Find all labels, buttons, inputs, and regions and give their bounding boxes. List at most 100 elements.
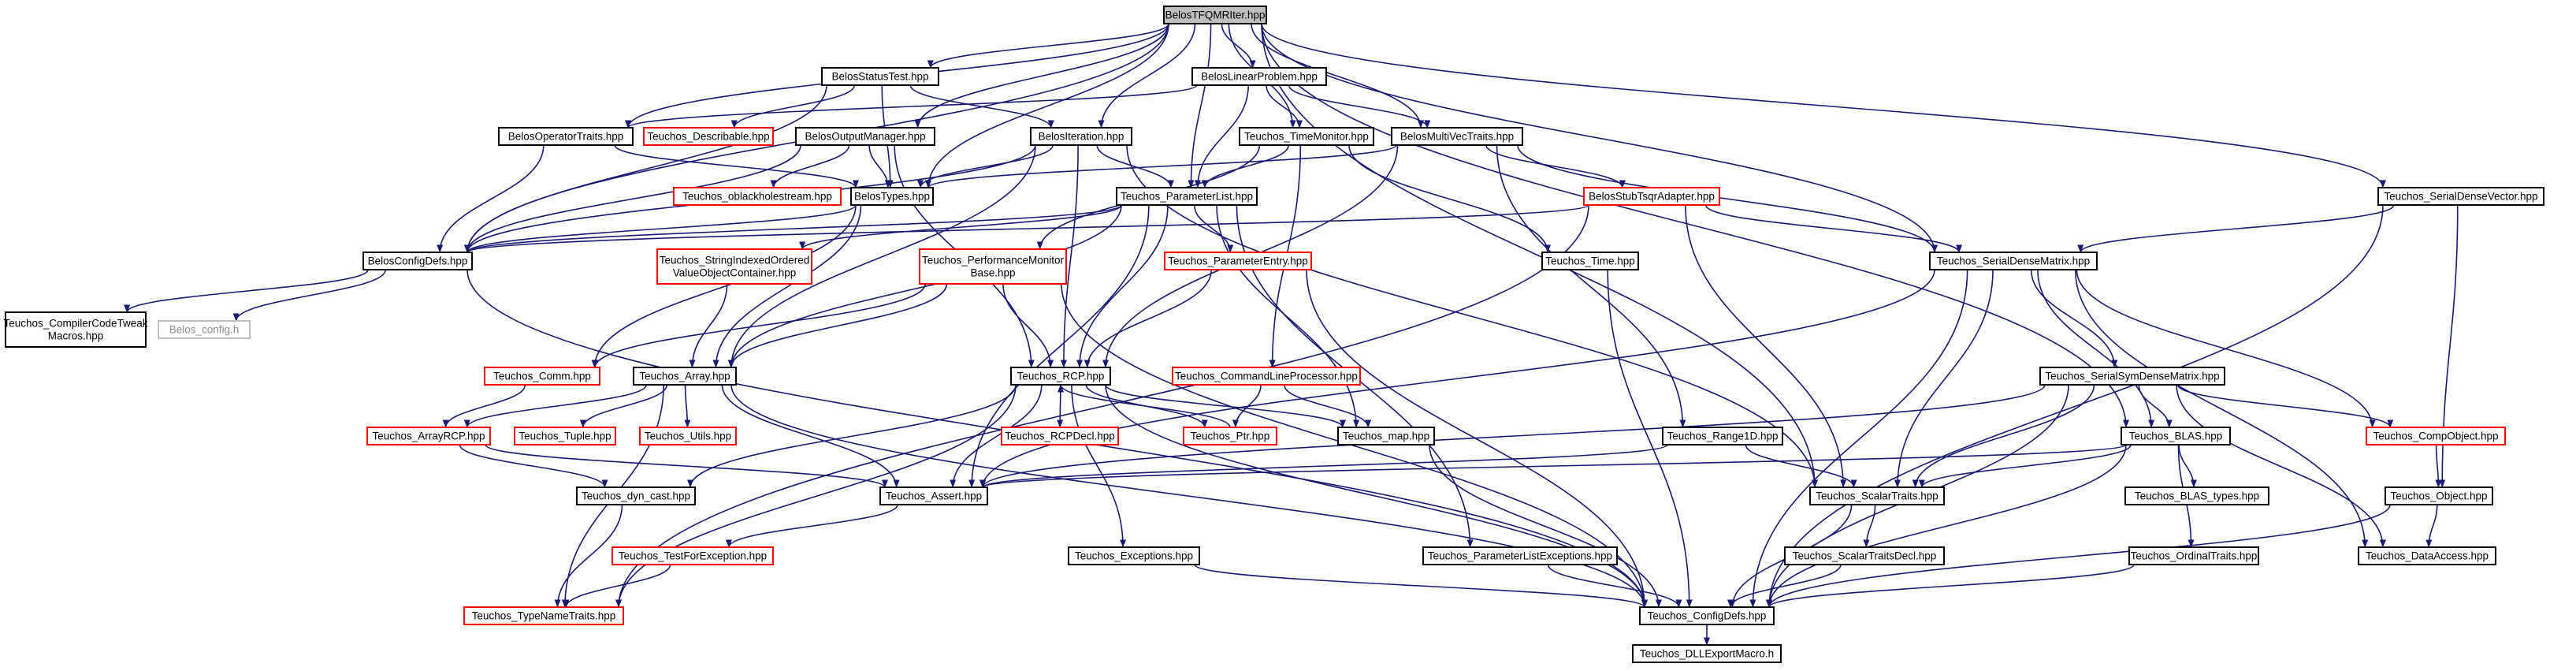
node-teuchos-type-name-traits[interactable]: Teuchos_TypeNameTraits.hpp: [463, 606, 624, 625]
edge-teuchos-parameter-entry-to-teuchos-rcp: [1084, 269, 1213, 368]
node-label: BelosOutputManager.hpp: [805, 131, 925, 143]
node-label: Teuchos_CommandLineProcessor.hpp: [1175, 371, 1358, 382]
edge-teuchos-serial-dense-vector-to-teuchos-config-defs: [1766, 204, 2384, 608]
node-teuchos-comp-object[interactable]: Teuchos_CompObject.hpp: [2366, 427, 2506, 445]
node-teuchos-scalar-traits[interactable]: Teuchos_ScalarTraits.hpp: [1809, 486, 1945, 505]
edge-teuchos-rcp-to-teuchos-dyn-cast: [687, 384, 1017, 488]
node-box: [158, 320, 251, 339]
edge-teuchos-perf-monitor-to-teuchos-comm: [592, 283, 926, 368]
edge-belos-linear-problem-to-teuchos-time-monitor: [1266, 84, 1303, 129]
node-label: BelosStubTsqrAdapter.hpp: [1589, 191, 1715, 203]
node-label: Teuchos_ScalarTraits.hpp: [1816, 490, 1939, 502]
node-label: Teuchos_ScalarTraitsDecl.hpp: [1793, 550, 1937, 562]
node-teuchos-assert[interactable]: Teuchos_Assert.hpp: [879, 486, 988, 505]
node-teuchos-parameter-entry[interactable]: Teuchos_ParameterEntry.hpp: [1164, 252, 1312, 270]
edge-belos-multi-vec-traits-to-belos-stub-tsqr: [1485, 144, 1626, 188]
edge-belos-tfqmriter-to-belos-multi-vec-traits: [1251, 23, 1424, 129]
edge-teuchos-parameter-list-to-teuchos-array: [728, 204, 1122, 368]
node-teuchos-command-line-processor[interactable]: Teuchos_CommandLineProcessor.hpp: [1172, 367, 1361, 386]
edge-teuchos-serial-dense-matrix-to-teuchos-scalar-traits: [1894, 269, 1994, 488]
node-box: [1784, 546, 1945, 565]
node-label: Teuchos_Tuple.hpp: [519, 431, 611, 442]
edge-belos-types-to-teuchos-comm: [591, 204, 857, 368]
edge-teuchos-array-to-teuchos-config-defs: [730, 384, 1648, 608]
node-teuchos-serial-sym-dense-matrix[interactable]: Teuchos_SerialSymDenseMatrix.hpp: [2039, 367, 2225, 386]
node-label: Teuchos_Range1D.hpp: [1667, 431, 1778, 442]
node-belos-config-defs[interactable]: BelosConfigDefs.hpp: [362, 252, 473, 270]
node-teuchos-string-indexed[interactable]: Teuchos_StringIndexedOrderedValueObjectC…: [656, 248, 812, 285]
node-teuchos-map[interactable]: Teuchos_map.hpp: [1337, 427, 1435, 445]
node-box: [673, 187, 842, 206]
node-box: [2039, 367, 2225, 386]
node-label: Teuchos_SerialSymDenseMatrix.hpp: [2045, 371, 2219, 382]
node-belos-stub-tsqr[interactable]: BelosStubTsqrAdapter.hpp: [1583, 187, 1720, 206]
node-teuchos-dyn-cast[interactable]: Teuchos_dyn_cast.hpp: [576, 486, 696, 505]
edge-teuchos-parameter-list-to-teuchos-parameter-entry: [1193, 204, 1234, 253]
node-teuchos-comm[interactable]: Teuchos_Comm.hpp: [484, 367, 600, 386]
edge-belos-tfqmriter-to-belos-status-test: [927, 23, 1169, 69]
edge-belos-tfqmriter-to-teuchos-scalar-traits: [1261, 23, 1818, 488]
node-label: BelosStatusTest.hpp: [831, 71, 928, 83]
node-box: [633, 367, 737, 386]
edge-teuchos-map-to-teuchos-config-defs: [1429, 444, 1662, 608]
node-teuchos-dllexport-macro[interactable]: Teuchos_DLLExportMacro.h: [1632, 644, 1782, 663]
node-teuchos-parameter-list-exceptions[interactable]: Teuchos_ParameterListExceptions.hpp: [1422, 546, 1618, 565]
node-teuchos-tuple[interactable]: Teuchos_Tuple.hpp: [514, 427, 616, 445]
node-teuchos-ptr[interactable]: Teuchos_Ptr.hpp: [1183, 427, 1277, 445]
node-belos-linear-problem[interactable]: BelosLinearProblem.hpp: [1191, 67, 1327, 86]
node-label: Teuchos_BLAS_types.hpp: [2135, 490, 2259, 502]
node-belos-tfqmriter[interactable]: BelosTFQMRIter.hpp: [1163, 6, 1267, 24]
node-belos-config-h: Belos_config.h: [158, 320, 251, 339]
node-teuchos-test-for-exception[interactable]: Teuchos_TestForException.hpp: [611, 546, 774, 565]
node-box: [463, 606, 624, 625]
node-label: Teuchos_Describable.hpp: [647, 131, 769, 143]
node-teuchos-object[interactable]: Teuchos_Object.hpp: [2385, 486, 2493, 505]
node-teuchos-ordinal-traits[interactable]: Teuchos_OrdinalTraits.hpp: [2128, 546, 2259, 565]
node-label: BelosTFQMRIter.hpp: [1165, 9, 1266, 21]
node-label: Teuchos_CompObject.hpp: [2373, 431, 2498, 442]
node-box: [821, 67, 939, 86]
edge-belos-stub-tsqr-to-belos-config-defs: [464, 204, 1589, 253]
edge-belos-tfqmriter-to-belos-linear-problem: [1221, 23, 1256, 69]
node-teuchos-data-access[interactable]: Teuchos_DataAccess.hpp: [2358, 546, 2496, 565]
node-teuchos-serial-dense-vector[interactable]: Teuchos_SerialDenseVector.hpp: [2377, 187, 2544, 206]
node-teuchos-config-defs[interactable]: Teuchos_ConfigDefs.hpp: [1639, 606, 1775, 625]
node-belos-iteration[interactable]: BelosIteration.hpp: [1030, 127, 1132, 146]
node-belos-output-manager[interactable]: BelosOutputManager.hpp: [795, 127, 935, 146]
edge-belos-iteration-to-belos-types: [917, 144, 1054, 188]
node-belos-multi-vec-traits[interactable]: BelosMultiVecTraits.hpp: [1391, 127, 1523, 146]
node-belos-operator-traits[interactable]: BelosOperatorTraits.hpp: [498, 127, 634, 146]
node-label: Teuchos_oblackholestream.hpp: [682, 191, 832, 203]
node-teuchos-array[interactable]: Teuchos_Array.hpp: [633, 367, 737, 386]
node-label: Teuchos_ParameterList.hpp: [1121, 191, 1253, 203]
node-label: Teuchos_SerialDenseVector.hpp: [2384, 191, 2537, 203]
node-teuchos-blastypes[interactable]: Teuchos_BLAS_types.hpp: [2124, 486, 2269, 505]
node-teuchos-utils[interactable]: Teuchos_Utils.hpp: [639, 427, 737, 445]
node-teuchos-exceptions[interactable]: Teuchos_Exceptions.hpp: [1068, 546, 1200, 565]
node-teuchos-time[interactable]: Teuchos_Time.hpp: [1541, 252, 1639, 270]
node-teuchos-oblackhole[interactable]: Teuchos_oblackholestream.hpp: [673, 187, 842, 206]
node-teuchos-array-rcp[interactable]: Teuchos_ArrayRCP.hpp: [366, 427, 491, 445]
node-teuchos-serial-dense-matrix[interactable]: Teuchos_SerialDenseMatrix.hpp: [1929, 252, 2098, 270]
node-belos-types[interactable]: BelosTypes.hpp: [850, 187, 934, 206]
node-teuchos-rcp[interactable]: Teuchos_RCP.hpp: [1010, 367, 1111, 386]
edge-teuchos-assert-to-teuchos-test-for-exception: [725, 504, 898, 548]
edge-belos-config-defs-to-belos-config-h: [232, 269, 387, 322]
node-teuchos-range1-d[interactable]: Teuchos_Range1D.hpp: [1662, 427, 1783, 445]
node-teuchos-rcpdecl[interactable]: Teuchos_RCPDecl.hpp: [1001, 427, 1119, 445]
edge-belos-iteration-to-teuchos-array: [728, 144, 1036, 368]
edge-belos-linear-problem-to-belos-operator-traits: [625, 84, 1198, 129]
node-label: BelosConfigDefs.hpp: [368, 255, 468, 267]
node-teuchos-describable[interactable]: Teuchos_Describable.hpp: [643, 127, 774, 146]
node-teuchos-time-monitor[interactable]: Teuchos_TimeMonitor.hpp: [1239, 127, 1374, 146]
node-label: Teuchos_Exceptions.hpp: [1075, 550, 1193, 562]
node-teuchos-scalar-traits-decl[interactable]: Teuchos_ScalarTraitsDecl.hpp: [1784, 546, 1945, 565]
edge-belos-config-defs-to-teuchos-compiler-code-tweak: [124, 269, 369, 313]
node-teuchos-blas[interactable]: Teuchos_BLAS.hpp: [2121, 427, 2231, 445]
edge-belos-linear-problem-to-teuchos-parameter-list: [1194, 84, 1249, 188]
node-belos-status-test[interactable]: BelosStatusTest.hpp: [821, 67, 939, 86]
node-teuchos-parameter-list[interactable]: Teuchos_ParameterList.hpp: [1116, 187, 1258, 206]
node-box: [639, 427, 737, 445]
